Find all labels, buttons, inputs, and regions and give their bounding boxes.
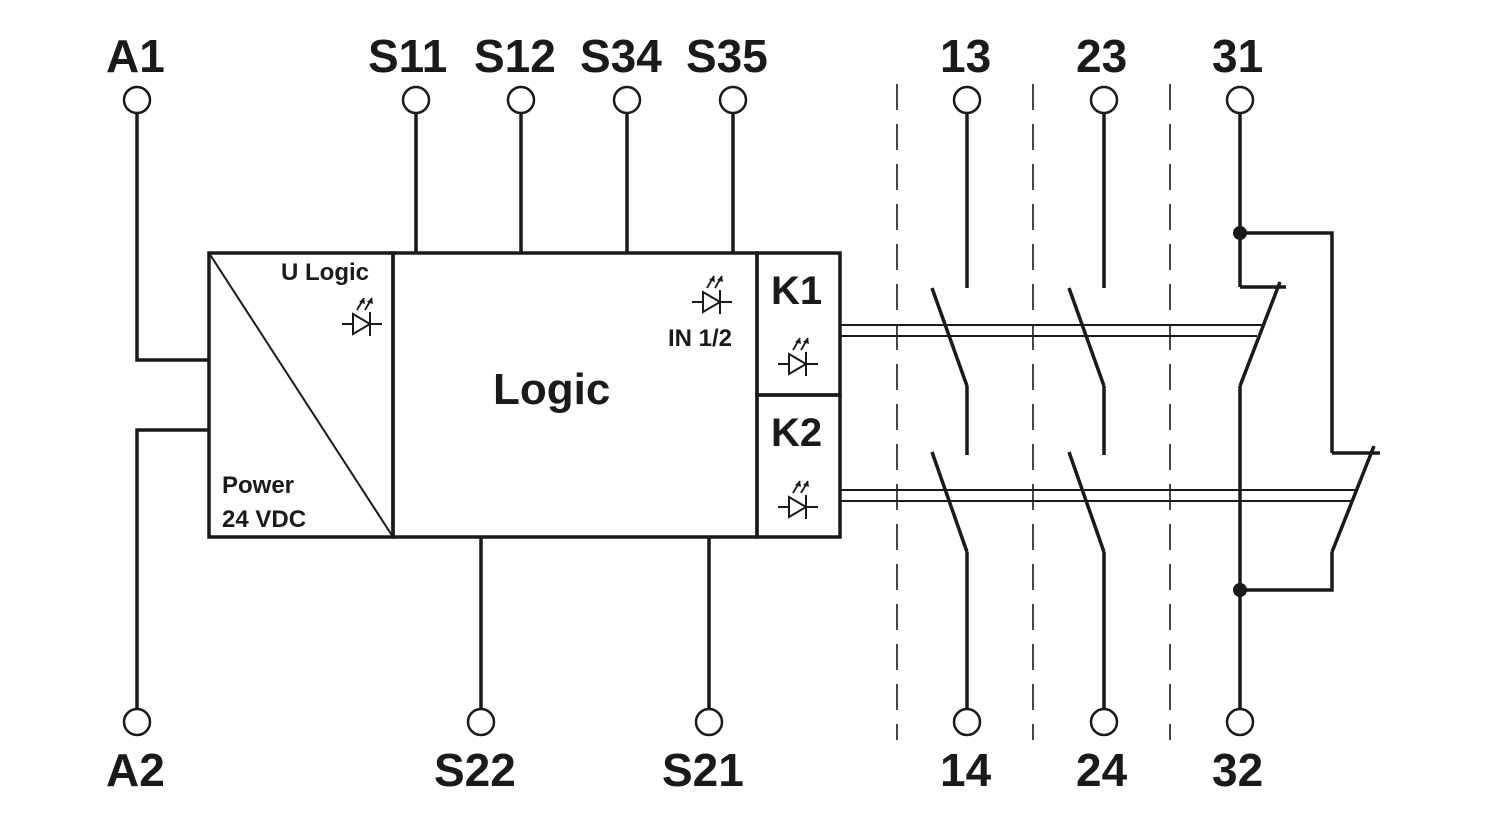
terminal-label-32: 32	[1212, 744, 1263, 796]
terminal-label-31: 31	[1212, 30, 1263, 82]
k2-led-icon	[777, 480, 819, 520]
terminal-s11	[401, 85, 431, 115]
voltage-label: 24 VDC	[222, 506, 306, 533]
k1-label: K1	[771, 269, 822, 313]
terminal-label-s34: S34	[580, 30, 662, 82]
terminal-label-a1: A1	[106, 30, 165, 82]
contact-31-32	[1238, 114, 1380, 708]
terminal-s12	[506, 85, 536, 115]
terminal-label-13: 13	[940, 30, 991, 82]
k2-label: K2	[771, 411, 822, 455]
terminal-label-14: 14	[940, 744, 992, 796]
u-logic-led-icon	[341, 297, 383, 337]
terminal-24	[1089, 707, 1119, 737]
contact-23-24	[1067, 114, 1106, 708]
terminal-14	[952, 707, 982, 737]
terminal-label-23: 23	[1076, 30, 1127, 82]
terminal-32	[1225, 707, 1255, 737]
terminal-a2	[122, 707, 152, 737]
terminal-s35	[718, 85, 748, 115]
terminal-s21	[694, 707, 724, 737]
terminal-label-s11: S11	[368, 30, 447, 82]
terminal-s22	[466, 707, 496, 737]
relay-k2-block	[755, 393, 842, 539]
input-led-icon	[691, 275, 733, 315]
wire-a2	[135, 428, 209, 708]
terminal-s34	[612, 85, 642, 115]
terminal-label-s22: S22	[434, 744, 516, 796]
contact-13-14	[930, 114, 969, 708]
u-logic-label: U Logic	[281, 259, 369, 286]
junction-lower	[1233, 583, 1247, 597]
terminal-13	[952, 85, 982, 115]
terminal-31	[1225, 85, 1255, 115]
logic-label: Logic	[493, 365, 610, 414]
k1-led-icon	[777, 337, 819, 377]
terminal-label-a2: A2	[106, 744, 165, 796]
power-supply-diagonal	[208, 252, 394, 538]
wire-a1	[135, 114, 209, 362]
terminal-label-24: 24	[1076, 744, 1128, 796]
power-label: Power	[222, 472, 294, 499]
terminal-23	[1089, 85, 1119, 115]
terminal-label-s21: S21	[662, 744, 744, 796]
input-led-label: IN 1/2	[668, 325, 732, 352]
terminal-a1	[122, 85, 152, 115]
terminal-label-s35: S35	[686, 30, 768, 82]
junction-upper	[1233, 226, 1247, 240]
terminal-label-s12: S12	[474, 30, 556, 82]
